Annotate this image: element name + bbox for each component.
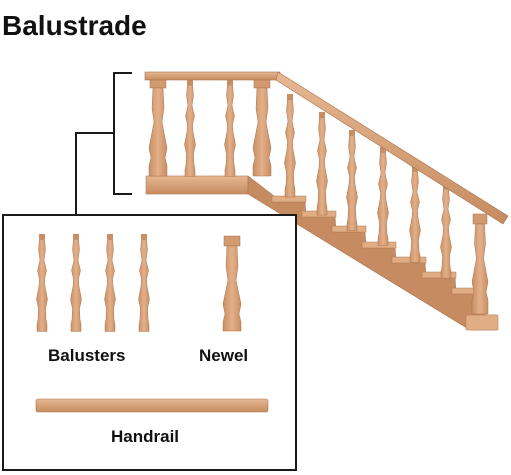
bottom-newel [471, 213, 489, 315]
callout-bracket [75, 72, 132, 216]
handrail [144, 71, 509, 225]
balusters-sample [36, 233, 150, 332]
balusters-label: Balusters [48, 346, 126, 365]
newel-label: Newel [199, 346, 249, 365]
handrail-sample [35, 398, 269, 413]
newel-sample [222, 235, 242, 332]
page-title: Balustrade [2, 10, 147, 41]
components-legend [2, 214, 297, 471]
landing-newels [148, 77, 272, 177]
handrail-label: Handrail [111, 427, 180, 446]
